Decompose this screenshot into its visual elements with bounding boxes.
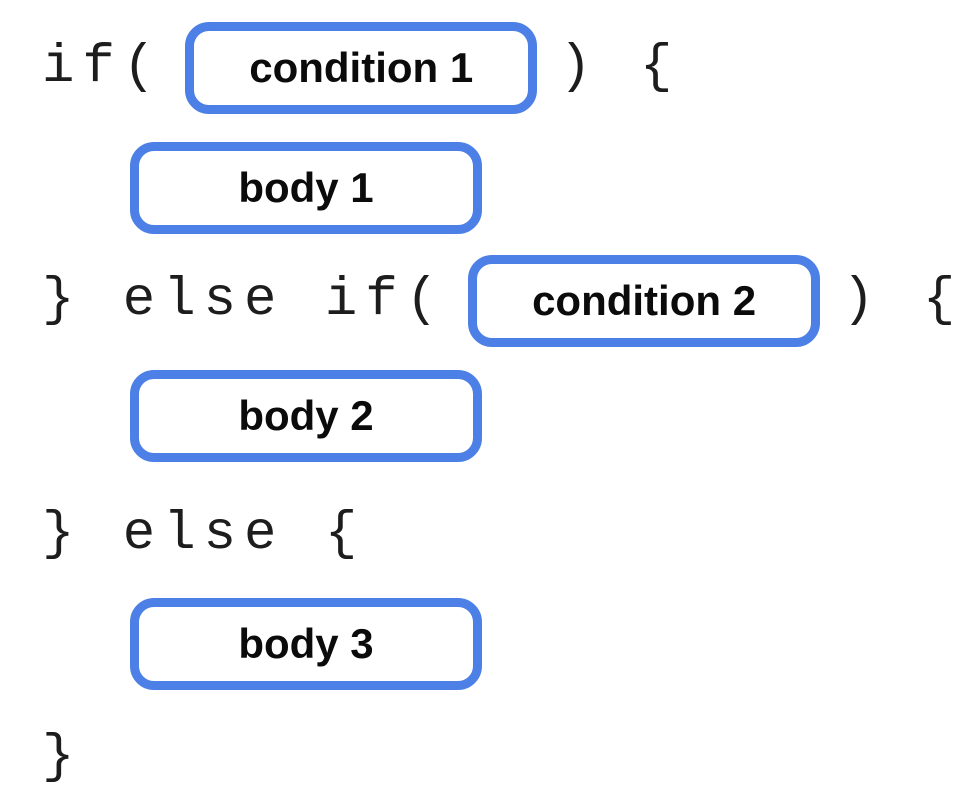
code-line-else-if: } else if( condition 2 ) { <box>42 255 980 347</box>
code-line-body-2: body 2 <box>130 370 980 462</box>
code-line-body-3: body 3 <box>130 598 980 690</box>
condition-1-slot: condition 1 <box>185 22 538 114</box>
body-1-slot: body 1 <box>130 142 482 234</box>
code-token-else-if-open: } else if( <box>42 270 447 331</box>
code-token-else: } else { <box>42 504 366 565</box>
body-2-label: body 2 <box>238 392 374 439</box>
body-2-slot: body 2 <box>130 370 482 462</box>
code-line-if: if( condition 1 ) { <box>42 22 980 114</box>
condition-2-slot: condition 2 <box>468 255 821 347</box>
body-3-slot: body 3 <box>130 598 482 690</box>
code-line-else: } else { <box>42 489 980 581</box>
condition-1-label: condition 1 <box>249 44 474 91</box>
body-1-label: body 1 <box>238 164 374 211</box>
code-line-closing-brace: } <box>42 712 980 804</box>
code-line-body-1: body 1 <box>130 142 980 234</box>
code-token-else-if-close: ) { <box>842 270 964 331</box>
condition-2-label: condition 2 <box>532 277 757 324</box>
code-token-closing-brace: } <box>42 727 83 788</box>
body-3-label: body 3 <box>238 620 374 667</box>
code-token-if-close: ) { <box>559 37 681 98</box>
code-token-if-open: if( <box>42 37 164 98</box>
